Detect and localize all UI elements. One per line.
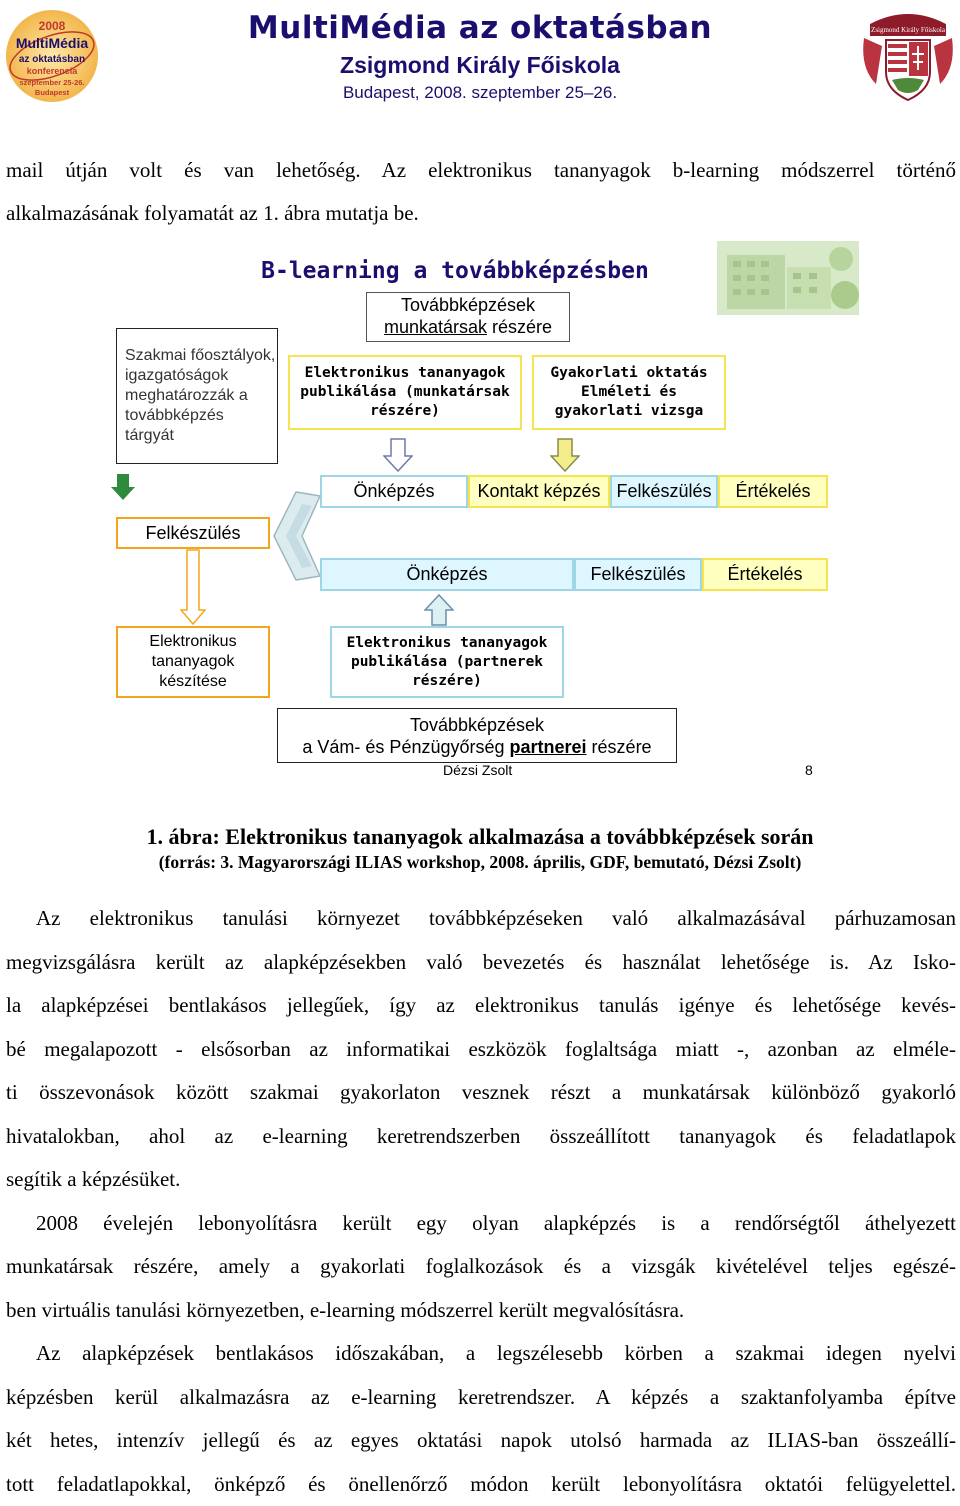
make-material-text: Elektronikus tananyagok készítése — [126, 632, 260, 692]
practice-box: Gyakorlati oktatás Elméleti és gyakorlat… — [532, 355, 726, 430]
staff-training-frame — [366, 292, 570, 342]
school-crest: Zsigmond Király Főiskola — [862, 6, 954, 106]
p1-line-3: la alapképzései bentlakásos jellegűek, í… — [6, 984, 956, 1028]
publish-partners-text: Elektronikus tananyagok publikálása (par… — [346, 634, 548, 691]
publish-staff-text: Elektronikus tananyagok publikálása (mun… — [300, 364, 510, 421]
slide-author: Dézsi Zsolt — [443, 762, 512, 778]
partner-prefix: a Vám- és Pénzügyőrség — [302, 737, 509, 757]
arrow-down-icon — [383, 438, 413, 472]
row1-preparation: Felkészülés — [610, 475, 718, 508]
arrow-up-icon — [424, 594, 454, 626]
row1-self-study-label: Önképzés — [353, 481, 434, 502]
p1-line-6: hivatalokban, ahol az e-learning keretre… — [6, 1115, 956, 1159]
partner-training-line1: Továbbképzések — [410, 714, 544, 736]
p1-line-2: megvizsgálásra került az alapképzésekben… — [6, 941, 956, 985]
p3-line-2: képzésben kerül alkalmazásra az e-learni… — [6, 1376, 956, 1420]
p2-line-1: 2008 évelején lebonyolításra került egy … — [6, 1202, 956, 1246]
p1-line-5: ti összevonások között szakmai gyakorlat… — [6, 1071, 956, 1115]
partner-underlined: partnerei — [510, 737, 587, 757]
branch-arrow-icon — [272, 490, 322, 582]
vertical-arrow-icon — [180, 548, 206, 626]
p2-line-2: munkatársak részére, amely a gyakorlati … — [6, 1245, 956, 1289]
row2-preparation: Felkészülés — [574, 558, 702, 591]
arrow-down-icon — [111, 474, 135, 500]
row2-evaluation-label: Értékelés — [727, 564, 802, 585]
figure-caption-source: (forrás: 3. Magyarországi ILIAS workshop… — [0, 852, 960, 873]
make-material-box: Elektronikus tananyagok készítése — [116, 626, 270, 698]
intro-line-2: alkalmazásának folyamatát az 1. ábra mut… — [6, 192, 956, 236]
p3-line-3: két hetes, intenzív jellegű és az egyes … — [6, 1419, 956, 1463]
figure-title: B-learning a továbbképzésben — [230, 258, 680, 284]
partner-training-line2: a Vám- és Pénzügyőrség partnerei részére — [302, 736, 651, 758]
header-school: Zsigmond Király Főiskola — [0, 52, 960, 79]
p2-line-3: ben virtuális tanulási környezetben, e-l… — [6, 1289, 956, 1333]
p1-line-4: bé megalapozott - elsősorban az informat… — [6, 1028, 956, 1072]
practice-text: Gyakorlati oktatás Elméleti és gyakorlat… — [546, 364, 712, 421]
row2-preparation-label: Felkészülés — [590, 564, 685, 585]
publish-staff-box: Elektronikus tananyagok publikálása (mun… — [288, 355, 522, 430]
p1-line-7: segítik a képzésüket. — [6, 1158, 956, 1202]
row1-self-study: Önképzés — [320, 475, 468, 508]
row1-contact-training: Kontakt képzés — [468, 475, 610, 508]
departments-text: Szakmai főosztályok, igazgatóságok megha… — [125, 346, 277, 446]
header-title: MultiMédia az oktatásban — [0, 10, 960, 46]
figure-caption-title: 1. ábra: Elektronikus tananyagok alkalma… — [0, 824, 960, 850]
row1-preparation-label: Felkészülés — [616, 481, 711, 502]
publish-partners-box: Elektronikus tananyagok publikálása (par… — [330, 626, 564, 698]
preparation-label: Felkészülés — [145, 523, 240, 544]
preparation-box: Felkészülés — [116, 517, 270, 549]
header-date: Budapest, 2008. szeptember 25–26. — [0, 83, 960, 103]
row1-evaluation: Értékelés — [718, 475, 828, 508]
partner-suffix: részére — [587, 737, 652, 757]
partner-training-box: Továbbképzések a Vám- és Pénzügyőrség pa… — [277, 708, 677, 763]
arrow-down-icon — [550, 438, 580, 472]
p3-line-4: tott feladatlapokkal, önképző és önellen… — [6, 1463, 956, 1506]
row2-evaluation: Értékelés — [702, 558, 828, 591]
crest-text: Zsigmond Király Főiskola — [871, 26, 946, 34]
intro-line-1: mail útján volt és van lehetőség. Az ele… — [6, 149, 956, 193]
row1-contact-label: Kontakt képzés — [477, 481, 600, 502]
p3-line-1: Az alapképzések bentlakásos időszakában,… — [6, 1332, 956, 1376]
figure-photo — [717, 241, 859, 315]
row2-self-study: Önképzés — [320, 558, 574, 591]
departments-box: Szakmai főosztályok, igazgatóságok megha… — [116, 328, 278, 464]
slide-number: 8 — [805, 762, 813, 778]
row1-evaluation-label: Értékelés — [735, 481, 810, 502]
p1-line-1: Az elektronikus tanulási környezet továb… — [6, 897, 956, 941]
row2-self-study-label: Önképzés — [406, 564, 487, 585]
